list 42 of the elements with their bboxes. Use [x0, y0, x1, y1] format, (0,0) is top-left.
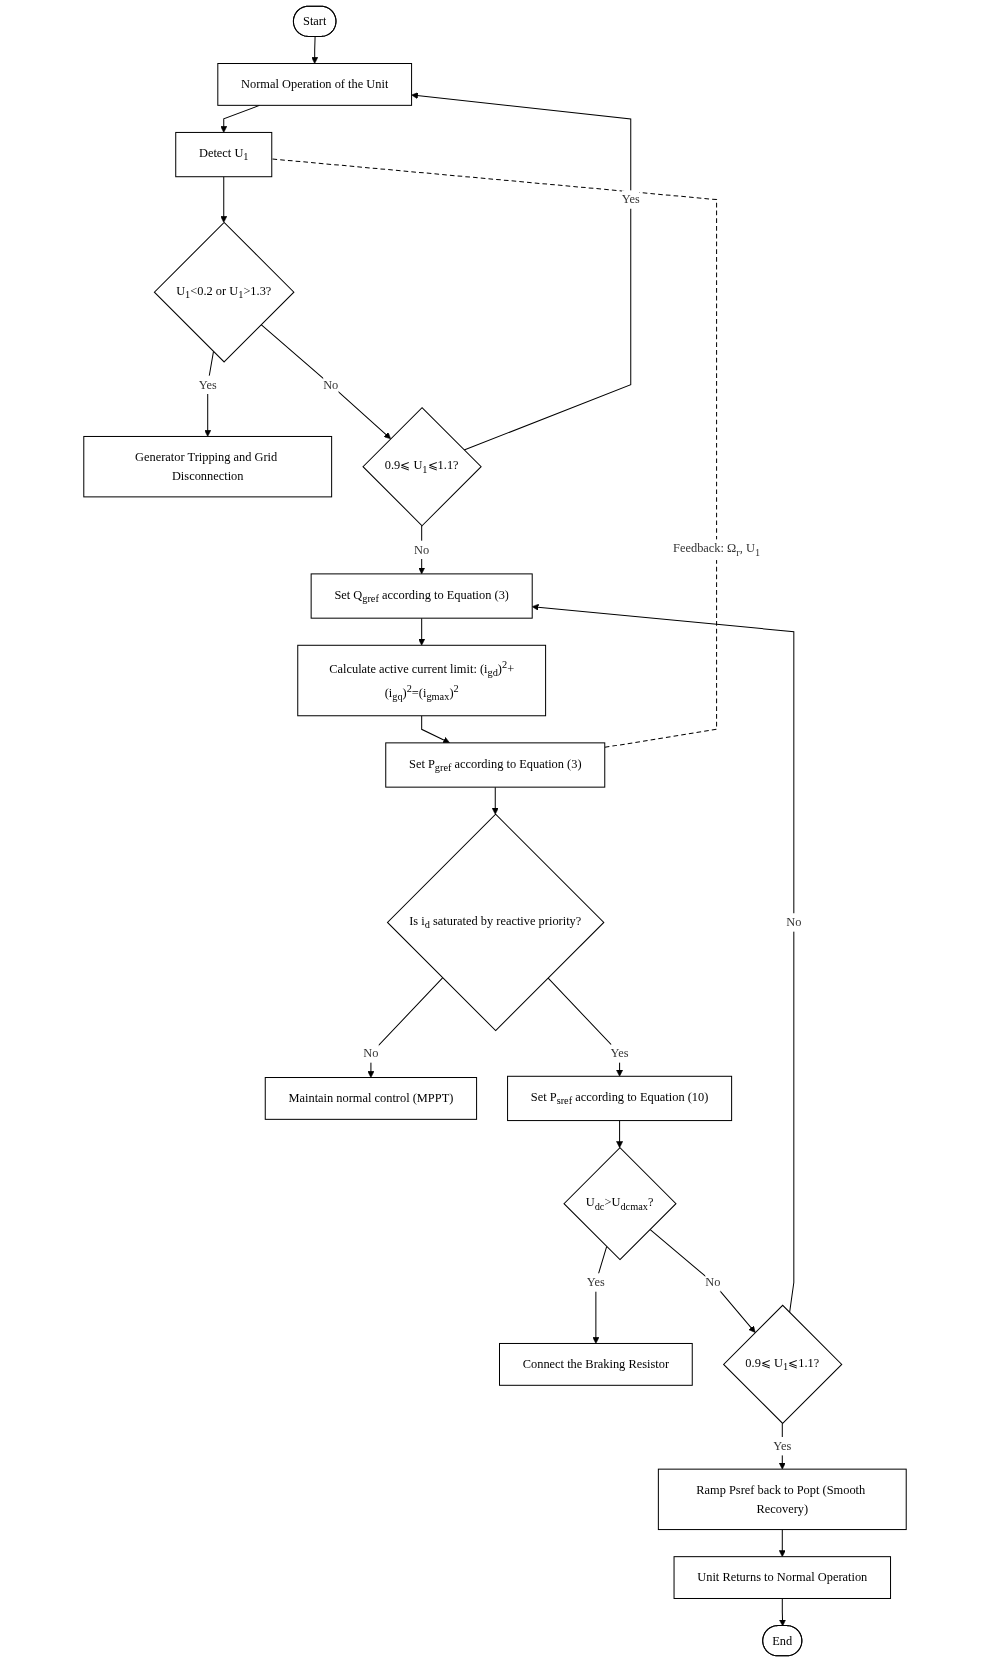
node-box: Connect the Braking Resistor — [499, 1342, 693, 1386]
arrow — [204, 351, 214, 437]
edge-label: No — [323, 377, 339, 391]
node-diamond: 0.9⩽ U$_{1}$⩽1.1? — [722, 1304, 843, 1425]
node-box: Detect U$_{1}$ — [175, 131, 273, 178]
node-box: Set P$_{sref}$ according to Equation (10) — [507, 1075, 733, 1122]
arrow — [778, 1529, 786, 1557]
node-diamond: 0.9⩽ U$_{1}$⩽1.1? — [362, 406, 482, 527]
arrow — [220, 176, 228, 223]
arrow — [649, 1228, 756, 1333]
arrow — [779, 1598, 786, 1627]
node-box: Set Q$_{gref}$ according to Equation (3) — [310, 573, 533, 619]
node-box: Calculate active current limit: (i$_{gd}$)$^{2}$+(i$_{gq}$)$^{2}$=(i$_{gmax}$)$^{2}$ — [297, 644, 547, 717]
arrow — [418, 617, 426, 646]
edge-label: No — [786, 915, 802, 929]
edge-label: Yes — [586, 1275, 605, 1289]
arrow — [411, 92, 632, 451]
node-box: Normal Operation of the Unit — [217, 63, 413, 106]
node-box: Ramp Psref back to Popt (Smooth Recovery) — [657, 1468, 907, 1531]
arrow — [491, 786, 499, 815]
edge-label: Yes — [621, 192, 640, 206]
arrow — [367, 977, 444, 1078]
edge-label: Yes — [773, 1439, 792, 1453]
node-box: Generator Tripping and Grid Disconnection — [83, 435, 333, 498]
arrow — [421, 715, 450, 744]
node-diamond: U$_{1}$<0.2 or U$_{1}$>1.3? — [153, 221, 295, 363]
node-box: Unit Returns to Normal Operation — [673, 1556, 892, 1599]
edge-label: No — [414, 542, 430, 557]
arrow — [592, 1246, 608, 1344]
edge-label: No — [705, 1275, 721, 1289]
edge-label: Feedback: Ω$_{r}$, U$_{1}$ — [673, 541, 761, 559]
node-box: Set P$_{gref}$ according to Equation (3) — [385, 742, 606, 788]
arrow — [616, 1120, 623, 1148]
edge-label: No — [363, 1046, 379, 1060]
node-diamond: U$_{dc}$>U$_{dcmax}$? — [563, 1146, 677, 1261]
arrow — [260, 324, 391, 439]
edge-label: Yes — [198, 377, 217, 391]
edge-label: Yes — [610, 1046, 629, 1060]
node-box: Maintain normal control (MPPT) — [264, 1077, 478, 1120]
node-diamond: Is i$_{d}$ saturated by reactive priority? — [386, 813, 605, 1032]
arrow — [311, 36, 319, 64]
arrow — [547, 977, 623, 1077]
